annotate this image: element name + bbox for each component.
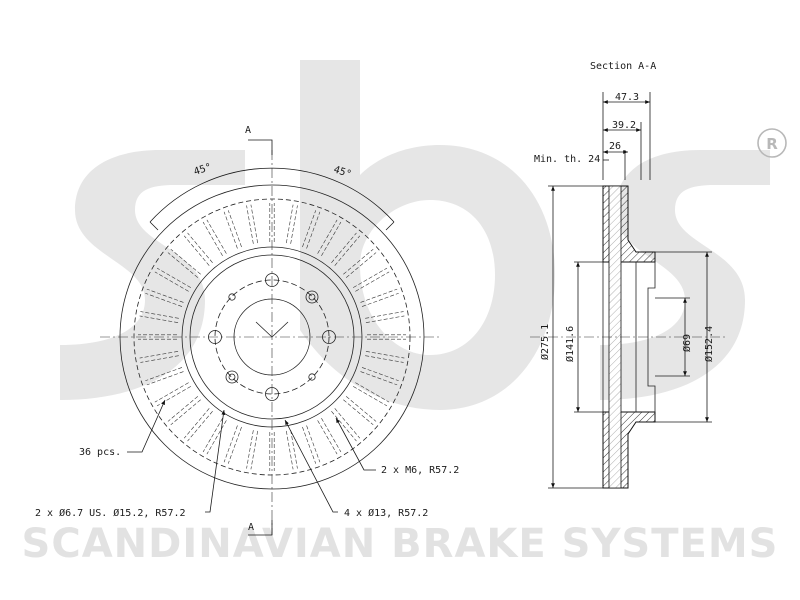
vane-line — [343, 399, 374, 426]
vane-line — [223, 425, 238, 463]
vane-line — [246, 430, 254, 469]
vane-line — [139, 351, 179, 359]
thread-holes-label: 2 x M6, R57.2 — [381, 465, 459, 476]
threaded-holes — [225, 290, 319, 384]
vane-line — [290, 430, 298, 469]
vane-line — [183, 235, 210, 266]
vane-line — [154, 382, 189, 403]
vane-line — [227, 210, 242, 248]
section-mark-bottom: A — [248, 522, 254, 533]
vane-line — [302, 426, 317, 464]
vane-line — [361, 292, 399, 307]
vane-line — [306, 425, 321, 463]
angle-right-label: 45° — [332, 164, 353, 180]
vane-line — [167, 252, 199, 278]
vane-line — [183, 408, 210, 439]
vane-line — [156, 386, 191, 407]
dim-outer-diameter: Ø275.1 — [539, 324, 551, 360]
vane-line — [154, 271, 189, 292]
vane-line — [170, 248, 201, 275]
vane-line — [331, 232, 357, 264]
vane-line — [206, 219, 227, 254]
vane-line — [145, 292, 183, 307]
vane-line — [170, 399, 201, 426]
vane-line — [355, 382, 390, 403]
vane-line — [223, 211, 238, 249]
vane-line — [202, 221, 223, 256]
vane-line — [140, 355, 179, 363]
min-thickness-label: Min. th. 24 — [534, 154, 600, 165]
vane-line — [290, 205, 298, 244]
vane-line — [167, 396, 199, 422]
vane-line — [302, 210, 317, 248]
dim-center-bore: Ø69 — [681, 334, 693, 352]
vane-line — [146, 288, 184, 303]
dim-total-thickness: 47.3 — [615, 92, 639, 103]
vane-line — [345, 252, 377, 278]
vane-line — [140, 311, 179, 319]
vane-line — [331, 410, 357, 442]
vane-line — [321, 221, 342, 256]
brand-watermark-text: SCANDINAVIAN BRAKE SYSTEMS — [22, 521, 779, 567]
vane-count-label: 36 pcs. — [79, 447, 121, 458]
vane-line — [139, 315, 179, 323]
dim-inner-diameter: Ø141.6 — [564, 326, 576, 362]
svg-text:R: R — [766, 135, 778, 153]
vane-line — [355, 271, 390, 292]
vane-line — [360, 371, 398, 386]
vane-line — [334, 408, 361, 439]
vane-line — [227, 426, 242, 464]
vane-line — [286, 204, 294, 244]
vane-line — [145, 367, 183, 382]
bolt-holes-label: 4 x Ø13, R57.2 — [344, 507, 428, 519]
dim-hat-diameter: Ø152.4 — [703, 326, 715, 362]
angle-left-label: 45° — [193, 162, 214, 178]
vane-line — [321, 418, 342, 453]
front-view: A A 45° 45° 36 pcs. 2 x M6, R57.2 2 x Ø6… — [35, 125, 459, 536]
vane-line — [365, 355, 404, 363]
vane-line — [345, 396, 377, 422]
section-view: Section A-A 47.3 39.2 26 Min. th. 24 — [530, 61, 725, 489]
vane-line — [246, 205, 254, 244]
vane-line — [202, 418, 223, 453]
registered-mark: R — [757, 128, 787, 158]
vane-line — [317, 420, 338, 455]
vane-line — [365, 315, 405, 323]
sbs-watermark-logo — [60, 60, 770, 410]
vane-line — [156, 267, 191, 288]
vane-line — [187, 232, 213, 264]
vane-line — [361, 367, 399, 382]
vane-line — [365, 311, 404, 319]
vane-line — [365, 351, 405, 359]
vane-line — [353, 267, 388, 288]
vane-line — [343, 248, 374, 275]
vane-line — [360, 288, 398, 303]
vane-line — [250, 204, 258, 244]
locating-holes — [228, 293, 316, 381]
vane-line — [317, 219, 338, 254]
vane-line — [353, 386, 388, 407]
dim-hat-depth: 39.2 — [612, 120, 636, 131]
vane-line — [187, 410, 213, 442]
cooling-vanes — [138, 203, 406, 471]
section-mark-top: A — [245, 125, 251, 136]
vane-line — [146, 371, 184, 386]
vane-line — [306, 211, 321, 249]
vane-line — [250, 430, 258, 470]
vane-line — [206, 420, 227, 455]
dim-disc-thickness: 26 — [609, 141, 621, 152]
vane-line — [286, 430, 294, 470]
small-holes-label: 2 x Ø6.7 US. Ø15.2, R57.2 — [35, 507, 186, 519]
vane-line — [334, 235, 361, 266]
section-title: Section A-A — [590, 61, 656, 72]
